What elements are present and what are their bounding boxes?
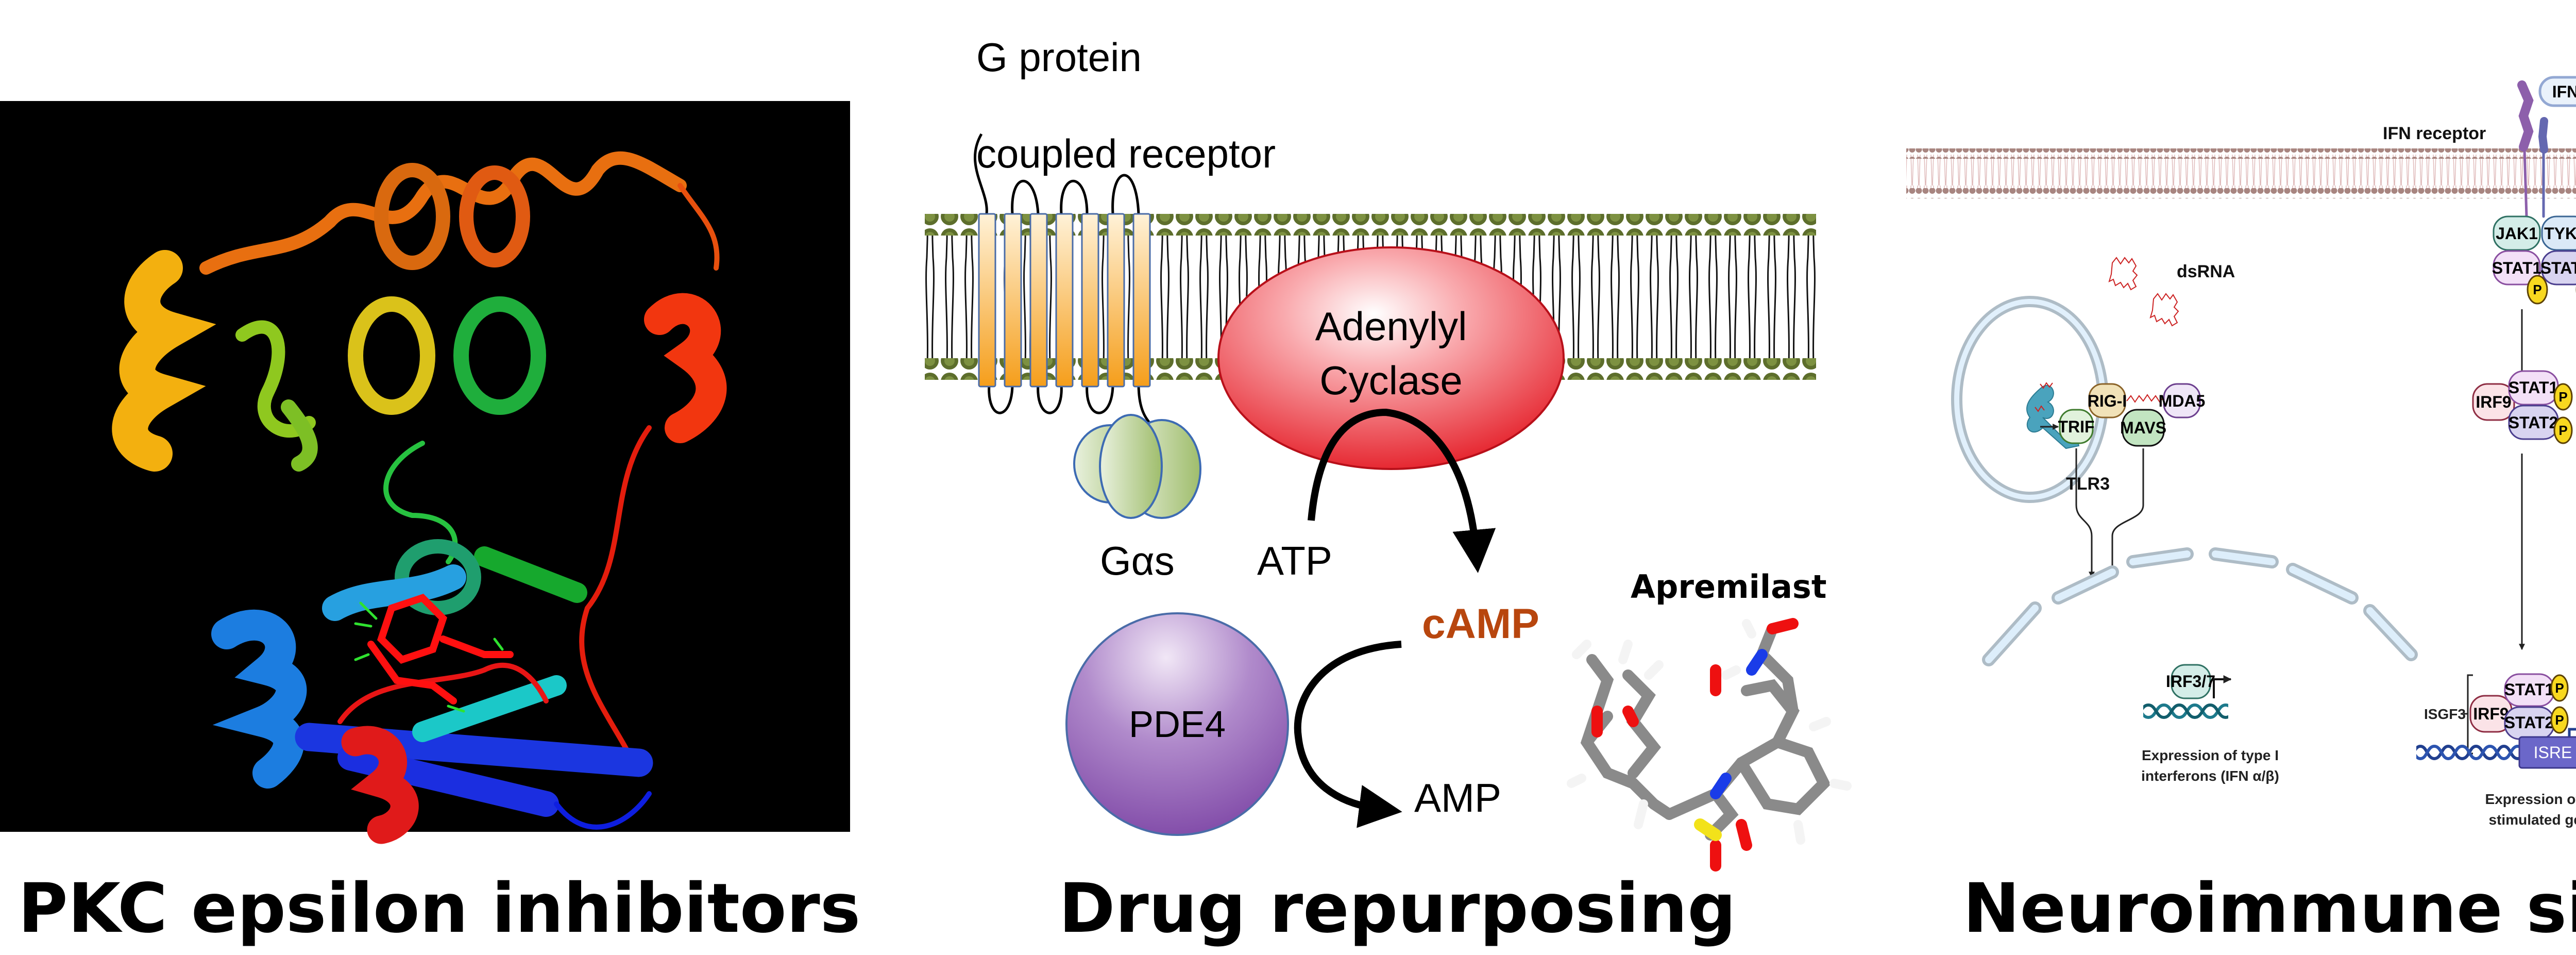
ifn-receptor: [2517, 80, 2548, 218]
isre-box: [2518, 736, 2576, 769]
ifn-ligand-pill: [2538, 76, 2576, 107]
trif-label: TRIF: [2058, 417, 2094, 436]
phospho-label: P: [2555, 680, 2564, 696]
atp-label: ATP: [1257, 538, 1332, 583]
dsrna-label: dsRNA: [2177, 262, 2235, 281]
isgf3-label: ISGF3: [2424, 706, 2466, 722]
gpcr-label-line2: coupled receptor: [976, 131, 1276, 176]
apremilast-molecule: [1567, 618, 1852, 872]
panel-pkc: PKC epsilon inhibitors: [0, 101, 860, 948]
apremilast-label: Apremilast: [1631, 568, 1826, 606]
gpcr-helices: [978, 213, 1151, 388]
protein-ribbon: [112, 151, 727, 844]
transcription-arrow: [2213, 675, 2232, 698]
signal-arrows: [2075, 448, 2144, 578]
nuclear-envelope: [1982, 547, 2418, 666]
phospho-label: P: [2533, 282, 2541, 297]
tyk2-label: TYK2: [2544, 224, 2576, 243]
phospho-label: P: [2558, 389, 2567, 405]
rig-i-pill: [2088, 383, 2126, 418]
expression-isg-line2: stimulated genes (ISGs): [2489, 812, 2576, 828]
atp-to-camp-arrow: [1308, 408, 1496, 573]
adenylyl-cyclase: [1217, 246, 1565, 470]
panel-drug: G protein coupled receptor: [925, 35, 1852, 948]
stat2-label: STAT2: [2509, 413, 2558, 432]
adenylyl-cyclase-label-line1: Adenylyl: [1315, 304, 1467, 349]
irf9-label: IRF9: [2476, 393, 2511, 411]
phospho-label: P: [2558, 423, 2567, 438]
ifn-ligand-label: IFN α/β: [2552, 82, 2576, 101]
tlr3-icon: [2026, 382, 2080, 449]
irf37-label: IRF3/7: [2166, 672, 2215, 691]
jak1-pill: [2493, 215, 2541, 251]
inhibitor-ligand: [367, 593, 514, 705]
pde4-label: PDE4: [1129, 704, 1226, 745]
trif-pill: [2059, 409, 2094, 444]
tlr3-label: TLR3: [2066, 474, 2110, 494]
phospho-badge: [2527, 275, 2548, 305]
mavs-pill: [2122, 409, 2165, 447]
stat1-label: STAT1: [2504, 680, 2554, 699]
plasma-membrane: [1906, 148, 2576, 198]
pde4-enzyme: [1065, 612, 1289, 836]
panel-title-neuro: Neuroimmune signaling: [1963, 869, 2576, 948]
expression-isg-line1: Expression of interferon-: [2485, 791, 2576, 807]
dsrna-icon: [2108, 257, 2179, 327]
isgf3-cytoplasm: IRF9 STAT1 STAT2 P P: [2472, 370, 2573, 444]
expression-type1-line1: Expression of type I: [2142, 747, 2279, 763]
stat1-label: STAT1: [2492, 259, 2542, 277]
g-protein-trimer: [1073, 414, 1201, 519]
rig-i-label: RIG-I: [2088, 392, 2127, 410]
irf37-pill: [2171, 664, 2211, 699]
g-alpha-s-label: Gαs: [1100, 538, 1175, 583]
jak1-label: JAK1: [2496, 224, 2538, 243]
ifn-receptor-label: IFN receptor: [2383, 124, 2486, 143]
camp-to-amp-arrow: [1294, 641, 1402, 828]
mda5-label: MDA5: [2159, 392, 2206, 410]
stat2-label: STAT2: [2540, 259, 2576, 277]
adenylyl-cyclase-label-line2: Cyclase: [1319, 358, 1462, 403]
panel-neuro: IFN α/β IFN receptor JAK1 TYK2 STAT1 STA…: [1906, 76, 2576, 948]
amp-label: AMP: [1414, 775, 1501, 820]
irf9-label: IRF9: [2473, 705, 2509, 723]
isre-label: ISRE: [2534, 743, 2572, 762]
phospho-label: P: [2555, 712, 2564, 728]
panel-title-drug: Drug repurposing: [1059, 869, 1736, 948]
camp-label: cAMP: [1422, 600, 1539, 647]
mda5-pill: [2163, 383, 2201, 418]
tyk2-pill: [2541, 215, 2576, 251]
stat2-label: STAT2: [2504, 713, 2554, 732]
dna-type1: [2143, 700, 2228, 721]
stat1-pill: [2493, 250, 2541, 286]
gpcr-label-line1: G protein: [976, 35, 1142, 80]
stat2-pill: [2541, 250, 2576, 286]
stat1-label: STAT1: [2509, 378, 2558, 397]
mavs-label: MAVS: [2120, 418, 2166, 437]
panel-title-pkc: PKC epsilon inhibitors: [18, 869, 860, 948]
receptor-complex: JAK1 TYK2 STAT1 STAT2 P P: [2492, 215, 2576, 305]
expression-type1-line2: interferons (IFN α/β): [2141, 768, 2279, 784]
